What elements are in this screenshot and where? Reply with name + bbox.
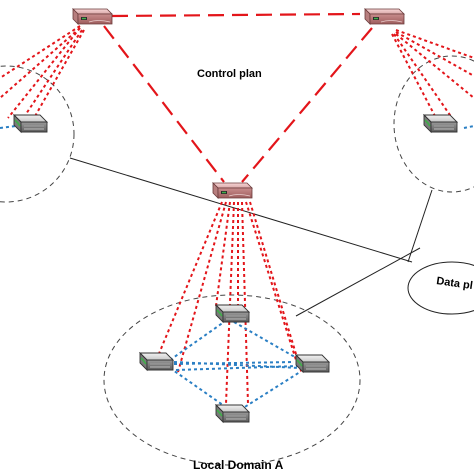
data-plane-connector-line-2 <box>407 189 433 263</box>
control-link-right <box>241 27 373 183</box>
control-link-left <box>103 25 225 183</box>
control-plane-links <box>103 12 373 183</box>
controller-top-right-icon <box>364 8 405 25</box>
control-link-top <box>111 12 361 18</box>
switch-left-domain-icon <box>13 114 48 133</box>
switch-a-right-icon <box>295 354 330 373</box>
switch-a-top-icon <box>215 304 250 323</box>
switch-a-bottom-icon <box>215 404 250 423</box>
local-domain-label: Local Domain A <box>193 458 284 472</box>
data-plane-label: Data pl <box>436 275 474 292</box>
switch-right-domain-icon <box>423 114 458 133</box>
plane-boundary-lines <box>69 157 433 317</box>
center-controller-fanout <box>157 201 303 405</box>
control-data-divider-line <box>69 157 413 263</box>
left-domain-ring <box>0 65 75 203</box>
left-controller-fanout <box>0 25 85 121</box>
local-domain-data-links <box>169 321 301 411</box>
control-plane-label: Control plan <box>197 68 262 80</box>
controller-top-left-icon <box>72 8 113 25</box>
data-plane-ellipse <box>407 261 474 315</box>
local-domain-a-ring <box>103 294 361 466</box>
right-controller-fanout <box>391 29 474 119</box>
switch-a-left-icon <box>139 352 174 371</box>
controller-center-icon <box>212 182 253 199</box>
domain-rings <box>0 55 474 466</box>
data-plane-connector-line <box>295 247 421 317</box>
side-domain-data-links <box>0 125 474 129</box>
